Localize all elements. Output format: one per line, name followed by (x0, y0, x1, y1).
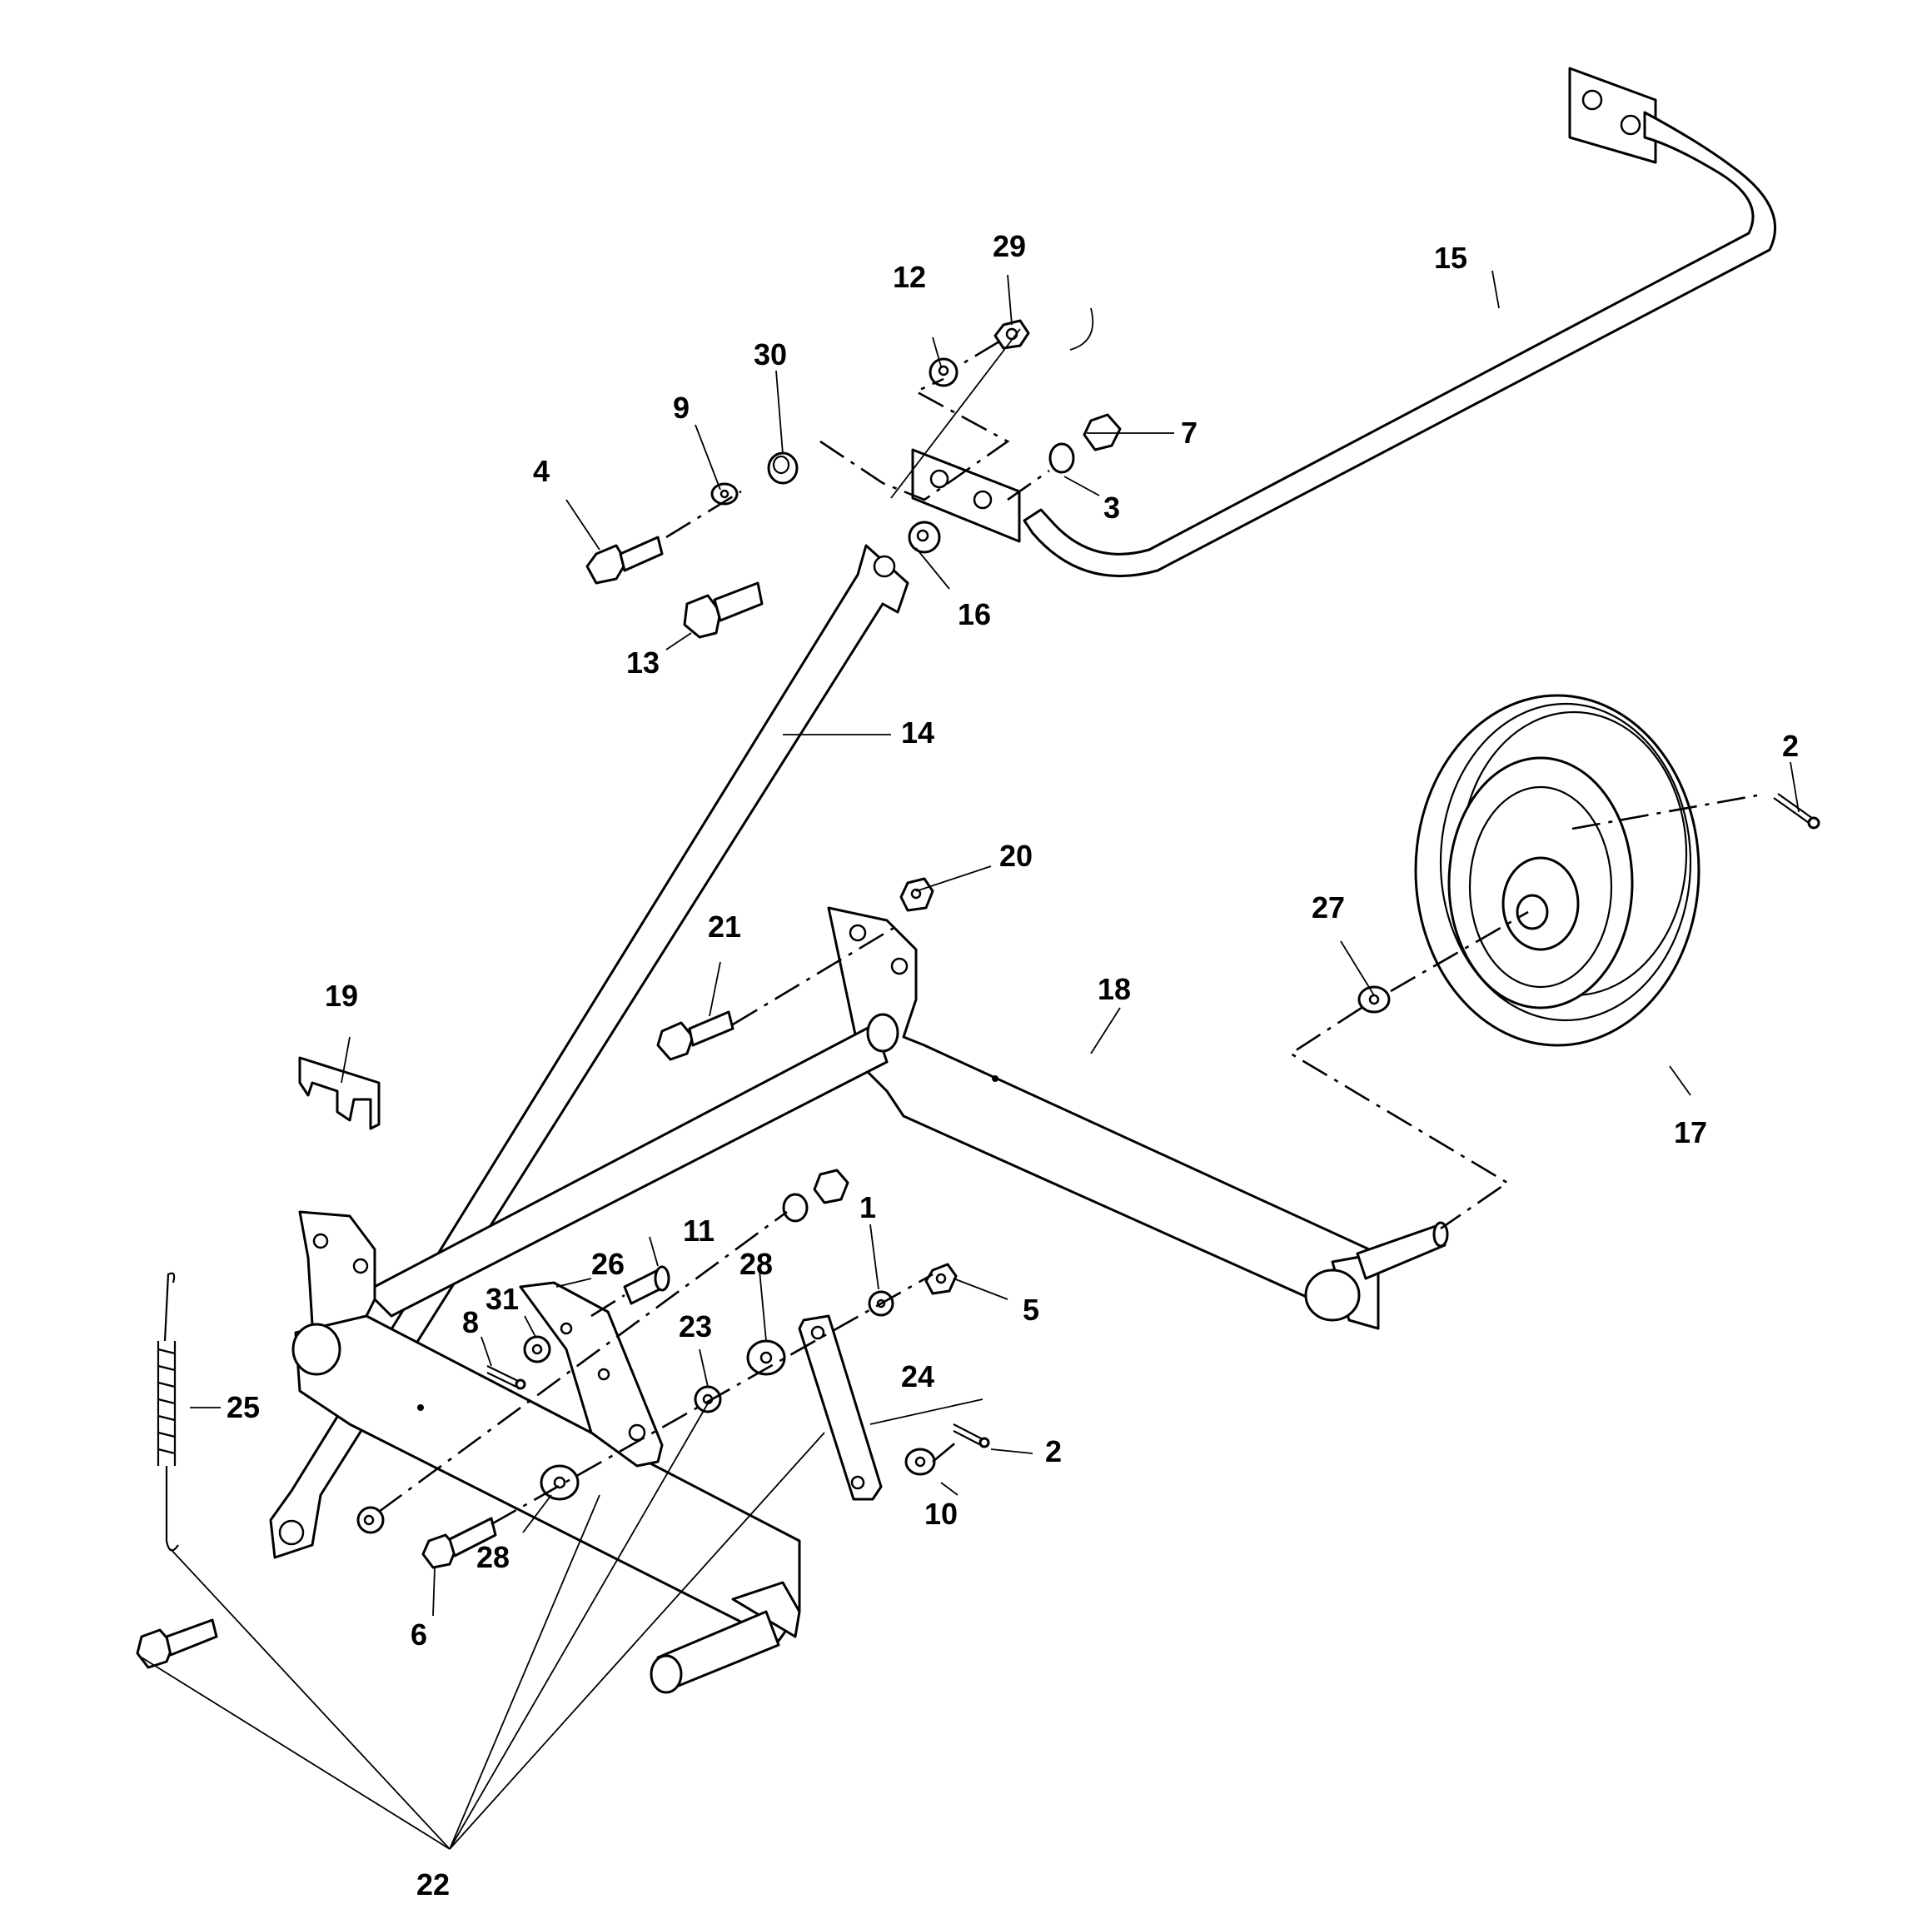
callout-5: 5 (1023, 1293, 1039, 1327)
callout-20: 20 (999, 839, 1033, 873)
callout-13: 13 (626, 645, 660, 680)
link-arm-part-24 (798, 1314, 883, 1501)
callout-4: 4 (533, 454, 550, 488)
callout-25: 25 (227, 1390, 260, 1424)
washer-part-10 (904, 1448, 936, 1476)
callout-21: 21 (708, 910, 741, 944)
callout-31: 31 (485, 1282, 519, 1316)
leader-lines (141, 270, 1800, 1850)
diagonal-strut-part-14 (269, 544, 909, 1559)
callout-14: 14 (901, 715, 934, 750)
washer-part-27 (1357, 985, 1391, 1014)
bolt-part-13 (683, 581, 764, 639)
bolt-lower-strut (136, 1618, 218, 1669)
callout-2-wheel: 2 (1782, 729, 1799, 763)
cotter-pin-part-8 (486, 1365, 526, 1390)
nut-loose-top (813, 1169, 849, 1204)
bushing-part-23 (694, 1385, 722, 1413)
callout-11: 11 (683, 1214, 715, 1248)
nut-part-16 (908, 521, 941, 554)
assembly-center-lines (378, 340, 1758, 1526)
bushing-part-12 (929, 357, 959, 387)
callout-16: 16 (958, 597, 991, 631)
callout-15: 15 (1434, 241, 1467, 275)
washer-part-28-upper (746, 1339, 786, 1376)
pin-part-11 (623, 1265, 670, 1305)
nut-part-20 (899, 877, 934, 912)
nut-part-30 (767, 451, 799, 485)
cotter-pin-part-2-arm (953, 1423, 990, 1448)
callout-17: 17 (1674, 1115, 1707, 1149)
callout-29: 29 (993, 229, 1026, 263)
callout-22: 22 (416, 1867, 450, 1902)
cotter-pin-part-2-wheel (1773, 793, 1820, 830)
washer-part-31 (523, 1335, 551, 1363)
lock-washer-part-3 (1048, 442, 1075, 474)
callout-2-arm: 2 (1045, 1434, 1062, 1468)
callout-28-lower: 28 (476, 1540, 510, 1574)
callout-labels: 1 2 2 3 4 5 6 7 8 9 10 11 12 13 14 15 16… (227, 229, 1799, 1902)
callout-9: 9 (673, 391, 690, 425)
callout-30: 30 (754, 337, 787, 371)
bracket-part-26 (519, 1281, 664, 1468)
bolt-part-6 (421, 1517, 497, 1569)
callout-12: 12 (893, 260, 926, 294)
bolt-part-21 (656, 1010, 734, 1061)
callout-23: 23 (679, 1309, 712, 1343)
callout-26: 26 (591, 1247, 625, 1281)
nut-lower-left (356, 1506, 385, 1534)
nut-part-7 (1083, 413, 1122, 451)
callout-7: 7 (1181, 416, 1198, 450)
callout-24: 24 (901, 1359, 934, 1393)
handle-bar-part-15 (911, 67, 1777, 578)
callout-19: 19 (325, 979, 358, 1013)
callout-10: 10 (924, 1497, 958, 1531)
callout-18: 18 (1098, 972, 1131, 1006)
callout-6: 6 (411, 1617, 427, 1652)
callout-8: 8 (462, 1305, 479, 1339)
bolt-part-4 (585, 536, 664, 585)
lock-washer-loose-top (782, 1193, 809, 1223)
callout-1: 1 (859, 1190, 876, 1224)
spring-part-25 (157, 1272, 179, 1552)
washer-part-28-lower (540, 1464, 580, 1501)
callout-27: 27 (1312, 890, 1345, 925)
callout-3: 3 (1103, 491, 1120, 525)
wheel-part-17 (1414, 694, 1700, 1047)
nut-part-5 (924, 1263, 958, 1295)
clip-part-19 (298, 1056, 381, 1130)
callout-28-upper: 28 (739, 1247, 773, 1281)
